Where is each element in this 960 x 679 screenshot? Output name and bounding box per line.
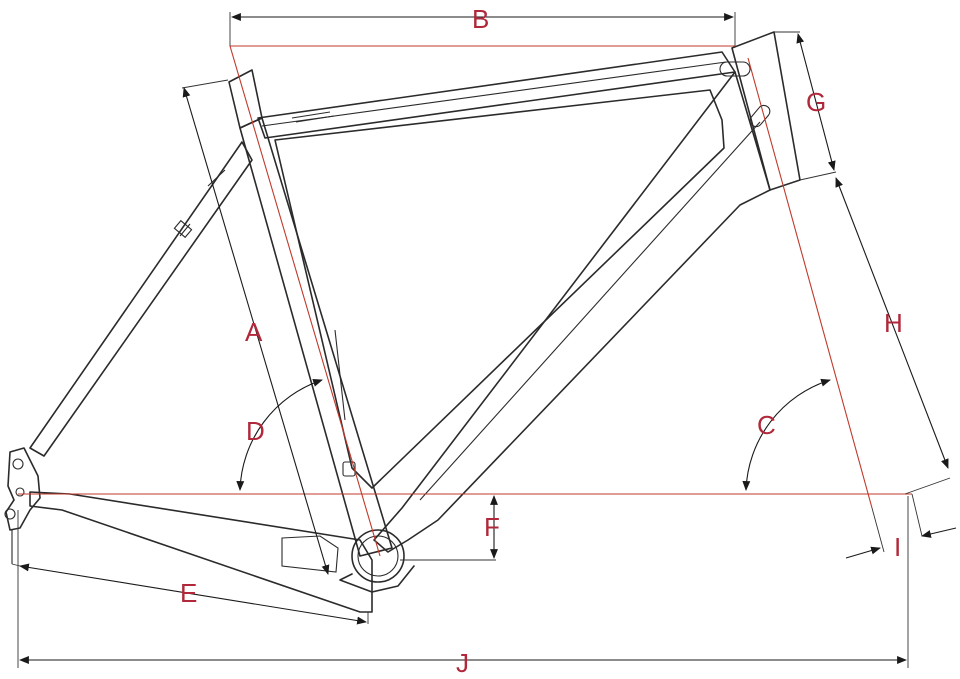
label-b: B xyxy=(472,4,489,34)
dimension-h-line xyxy=(835,177,949,469)
dimension-i-right xyxy=(921,527,957,538)
label-e: E xyxy=(180,578,197,608)
label-d: D xyxy=(246,416,265,446)
label-h: H xyxy=(884,308,903,338)
label-g: G xyxy=(806,87,826,117)
angle-c-arc xyxy=(742,378,831,491)
label-f: F xyxy=(484,512,500,542)
label-a: A xyxy=(245,317,263,347)
dimension-lines xyxy=(11,12,957,668)
dimension-i-left xyxy=(845,546,881,559)
label-i: I xyxy=(894,532,901,562)
rear-dropout xyxy=(5,447,41,531)
seat-tube-axis xyxy=(229,45,381,557)
label-j: J xyxy=(456,648,469,678)
label-c: C xyxy=(757,410,776,440)
steering-axis xyxy=(747,57,873,509)
dimension-e-line xyxy=(19,563,367,625)
dimension-g-line xyxy=(796,33,836,171)
dimension-a-line xyxy=(182,87,330,575)
main-triangle-inner xyxy=(274,89,725,489)
seat-stay xyxy=(29,141,253,457)
bike-frame xyxy=(4,31,801,613)
angle-d-arc xyxy=(236,379,323,491)
dimension-labels: B A G H D C F I E J xyxy=(180,4,903,678)
head-tube xyxy=(731,31,801,191)
down-tube xyxy=(373,71,771,553)
chain-stay xyxy=(29,491,373,613)
